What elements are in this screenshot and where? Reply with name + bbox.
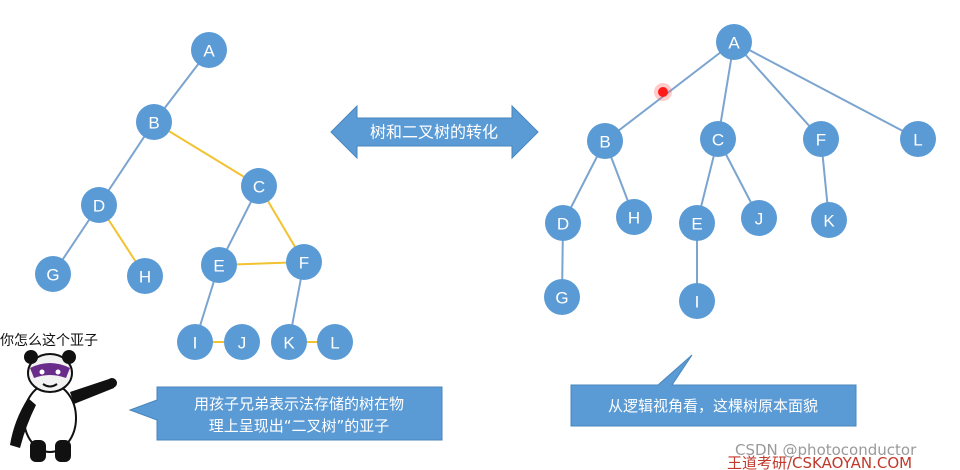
binary-node-F: F	[286, 244, 322, 280]
node-circle	[811, 202, 847, 238]
node-circle	[679, 205, 715, 241]
tree-node-K: K	[811, 202, 847, 238]
sibling-edge-B-C	[153, 121, 260, 187]
conversion-arrow: 树和二叉树的转化	[330, 104, 539, 160]
watermark-csdn: CSDN @photoconductor	[735, 441, 917, 459]
conversion-arrow-label: 树和二叉树的转化	[370, 123, 498, 142]
node-circle	[201, 247, 237, 283]
callout-right-text: 从逻辑视角看，这棵树原本面貌	[608, 397, 818, 415]
binary-node-K: K	[271, 324, 307, 360]
node-circle	[177, 324, 213, 360]
node-circle	[616, 199, 652, 235]
original-tree-nodes: A B C F L D H E J K G I	[544, 24, 936, 319]
binary-node-B: B	[136, 104, 172, 140]
node-label: G	[46, 266, 59, 285]
node-circle	[35, 256, 71, 292]
node-circle	[741, 200, 777, 236]
tree-node-B: B	[587, 123, 623, 159]
callout-right: 从逻辑视角看，这棵树原本面貌	[570, 354, 857, 427]
node-circle	[716, 24, 752, 60]
panda-figure-icon	[10, 350, 117, 462]
node-label: H	[628, 209, 640, 228]
tree-node-D: D	[545, 205, 581, 241]
laser-pointer-dot	[654, 83, 672, 101]
watermark-wangdao: 王道考研/CSKAOYAN.COM	[727, 454, 912, 470]
panda-meme: 你怎么这个亚子	[0, 332, 117, 462]
tree-edge-A-L	[733, 41, 919, 140]
node-label: K	[283, 334, 295, 353]
binary-node-H: H	[127, 258, 163, 294]
node-label: K	[823, 212, 835, 231]
node-circle	[545, 205, 581, 241]
binary-node-I: I	[177, 324, 213, 360]
node-label: F	[816, 131, 826, 150]
node-circle	[224, 324, 260, 360]
node-circle	[191, 32, 227, 68]
node-circle	[544, 279, 580, 315]
node-circle	[900, 121, 936, 157]
callout-left-line1: 用孩子兄弟表示法存储的树在物	[194, 395, 404, 413]
tree-node-E: E	[679, 205, 715, 241]
meme-caption: 你怎么这个亚子	[0, 332, 98, 349]
tree-node-J: J	[741, 200, 777, 236]
callout-left: 用孩子兄弟表示法存储的树在物 理上呈现出“二叉树”的亚子	[128, 386, 443, 441]
node-circle	[587, 123, 623, 159]
node-circle	[317, 324, 353, 360]
tree-node-H: H	[616, 199, 652, 235]
node-label: I	[193, 334, 198, 353]
node-circle	[271, 324, 307, 360]
tree-node-G: G	[544, 279, 580, 315]
node-label: J	[755, 210, 764, 229]
tree-node-L: L	[900, 121, 936, 157]
node-circle	[286, 244, 322, 280]
node-label: F	[299, 254, 309, 273]
binary-tree-nodes: A B C D E F G H I J K L	[35, 32, 353, 360]
binary-node-D: D	[81, 187, 117, 223]
callout-left-line2: 理上呈现出“二叉树”的亚子	[209, 417, 390, 435]
node-label: B	[148, 114, 159, 133]
node-label: A	[203, 42, 215, 61]
binary-node-G: G	[35, 256, 71, 292]
tree-node-A: A	[716, 24, 752, 60]
node-label: D	[93, 197, 105, 216]
tree-edge-A-F	[733, 41, 822, 140]
tree-edge-A-B	[604, 41, 735, 142]
node-label: I	[695, 293, 700, 312]
node-label: G	[555, 289, 568, 308]
node-label: E	[691, 215, 702, 234]
node-circle	[803, 121, 839, 157]
binary-node-L: L	[317, 324, 353, 360]
node-circle	[81, 187, 117, 223]
node-label: C	[712, 131, 724, 150]
node-label: D	[557, 215, 569, 234]
binary-node-A: A	[191, 32, 227, 68]
node-label: L	[913, 131, 922, 150]
binary-node-C: C	[241, 168, 277, 204]
node-circle	[679, 283, 715, 319]
node-circle	[136, 104, 172, 140]
node-circle	[700, 121, 736, 157]
tree-node-C: C	[700, 121, 736, 157]
original-tree-edges	[561, 41, 919, 301]
node-circle	[241, 168, 277, 204]
tree-node-I: I	[679, 283, 715, 319]
node-label: J	[238, 334, 247, 353]
node-label: A	[728, 34, 740, 53]
node-circle	[127, 258, 163, 294]
binary-node-J: J	[224, 324, 260, 360]
tree-node-F: F	[803, 121, 839, 157]
node-label: H	[139, 268, 151, 287]
binary-node-E: E	[201, 247, 237, 283]
node-label: E	[213, 257, 224, 276]
node-label: L	[330, 334, 339, 353]
node-label: B	[599, 133, 610, 152]
node-label: C	[253, 178, 265, 197]
